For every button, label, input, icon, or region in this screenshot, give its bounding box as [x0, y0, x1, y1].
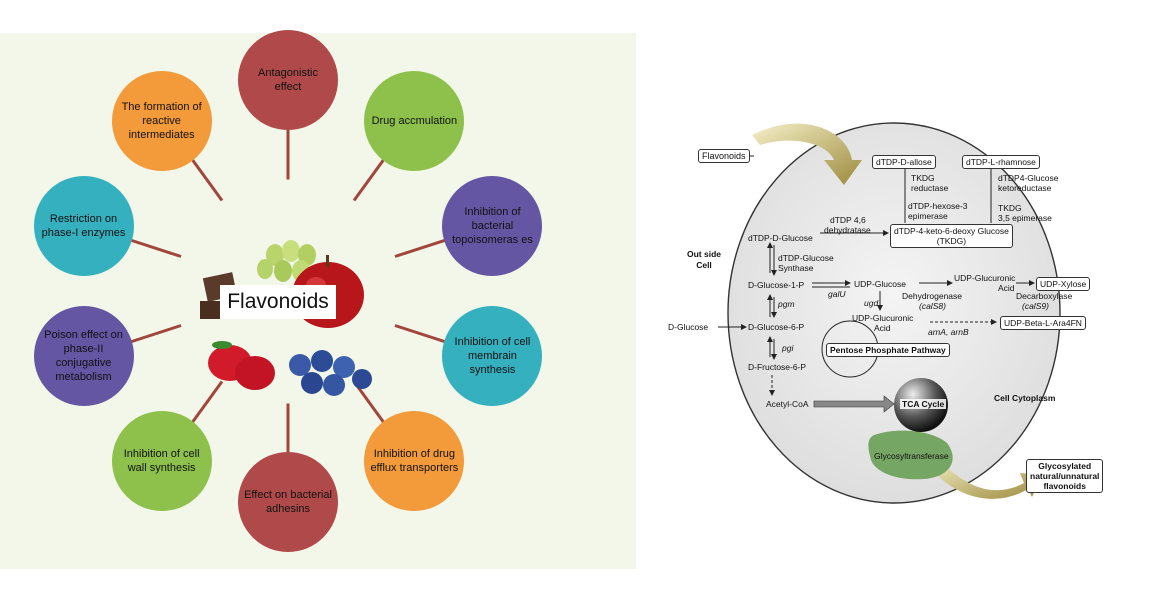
glycosyltransferase-label: Glycosyltransferase — [874, 451, 949, 461]
udp-xylose-box: UDP-Xylose — [1036, 277, 1091, 291]
d-glucose-6p-label: D-Glucose-6-P — [748, 322, 805, 332]
tkdg-box-line1: dTDP-4-keto-6-deoxy Glucose — [894, 226, 1009, 236]
spoke-line — [394, 324, 450, 345]
mechanism-node: Antagonistic effect — [238, 30, 338, 131]
grapes-icon — [257, 240, 316, 282]
flavonoids-input-box: Flavonoids — [698, 149, 750, 163]
dehydrogenase-label: Dehydrogenase — [902, 291, 963, 301]
udp-glucuronic-acid-line2: Acid — [874, 323, 891, 333]
glycosyltransferase-shape — [868, 430, 953, 480]
mechanism-node: Drug accmulation — [364, 70, 465, 171]
tkdg-reductase-line2: reductase — [911, 183, 949, 193]
dtdp-glucose-synthase-line2: Synthase — [778, 263, 814, 273]
pentose-phosphate-pathway-box: Pentose Phosphate Pathway — [826, 343, 950, 357]
glycosylated-line2: natural/unnatural — [1030, 471, 1100, 481]
mechanism-node: Inhibition of cell wall synthesis — [111, 411, 212, 512]
cell-cytoplasm-label: Cell Cytoplasm — [994, 393, 1056, 403]
spoke-line — [126, 324, 182, 345]
dtdp-glucose-synthase-line1: dTDP-Glucose — [778, 253, 834, 263]
blueberry-icon — [289, 350, 372, 396]
mechanism-node: The formation of reactive intermediates — [111, 70, 212, 171]
tkdg-box: dTDP-4-keto-6-deoxy Glucose (TKDG) — [890, 224, 1013, 248]
dtdp-d-glucose-label: dTDP-D-Glucose — [748, 233, 813, 243]
tkdg-box-line2: (TKDG) — [936, 236, 967, 246]
tkdg-reductase-line1: TKDG — [911, 173, 935, 183]
strawberry-icon — [208, 341, 275, 390]
spoke-line — [187, 153, 224, 202]
spoke-line — [394, 237, 450, 258]
decarboxylase-label: Decarboxylase — [1016, 291, 1073, 301]
d-glucose-label: D-Glucose — [668, 322, 709, 332]
pathway-graphics — [718, 122, 1061, 504]
ugd-label: ugd — [864, 298, 879, 308]
spoke-line — [286, 122, 290, 179]
udp-glucuronic-line1: UDP-Glucuronic — [954, 273, 1016, 283]
galu-label: galU — [828, 289, 846, 299]
d-glucose-1p-label: D-Glucose-1-P — [748, 280, 805, 290]
center-label-flavonoids: Flavonoids — [220, 285, 336, 319]
dehydratase-label: dehydratase — [824, 225, 871, 235]
udp-glucuronic-acid-line1: UDP-Glucuronic — [852, 313, 914, 323]
outside-cell-label: Out side Cell — [686, 249, 721, 270]
cals9-label: (calS9) — [1022, 301, 1049, 311]
udp-glucuronic-line2: Acid — [998, 283, 1015, 293]
exit-arrow-icon — [930, 457, 1042, 499]
mechanism-node: Inhibition of bacterial topoisomeras es — [442, 175, 543, 276]
mechanism-node: Effect on bacterial adhesins — [238, 451, 338, 552]
cals8-label: (calS8) — [919, 301, 946, 311]
cell-membrane — [727, 122, 1061, 504]
udp-beta-l-ara4fn-box: UDP-Beta-L-Ara4FN — [1000, 316, 1086, 330]
glycosylated-output-box: Glycosylated natural/unnatural flavonoid… — [1026, 459, 1104, 493]
fruit-illustration — [200, 240, 372, 396]
spoke-line — [126, 237, 182, 258]
arna-arnb-label: arnA, arnB — [928, 327, 969, 337]
dtdp4-ketoreductase-line1: dTDP4-Glucose — [998, 173, 1059, 183]
mechanism-node: Inhibition of cell membrain synthesis — [442, 306, 543, 407]
mechanism-node: Inhibition of drug efflux transporters — [364, 411, 465, 512]
tca-cycle-label: TCA Cycle — [900, 399, 947, 409]
hexose-epimerase-line1: dTDP-hexose-3 — [908, 201, 968, 211]
tkdg-epimerase-line2: 3,5 epimerase — [998, 213, 1052, 223]
acetyl-tca-arrow-icon — [813, 395, 895, 413]
hexose-epimerase-line2: epimerase — [908, 211, 948, 221]
pgm-label: pgm — [778, 299, 795, 309]
dtdp-l-rhamnose-box: dTDP-L-rhamnose — [962, 155, 1040, 169]
dtdp-d-allose-box: dTDP-D-allose — [872, 155, 936, 169]
mechanism-node: Poison effect on phase-II conjugative me… — [33, 306, 134, 407]
glycosylated-line1: Glycosylated — [1038, 461, 1092, 471]
dtdp46-label: dTDP 4,6 — [830, 215, 866, 225]
dtdp4-ketoreductase-line2: ketoreductase — [998, 183, 1052, 193]
acetyl-coa-label: Acetyl-CoA — [766, 399, 809, 409]
d-fructose-6p-label: D-Fructose-6-P — [748, 362, 807, 372]
pgi-label: pgi — [782, 343, 794, 353]
tkdg-epimerase-line1: TKDG — [998, 203, 1022, 213]
glycosylated-line3: flavonoids — [1043, 481, 1086, 491]
mechanism-node: Restriction on phase-I enzymes — [33, 175, 134, 276]
biosynthesis-pathway-panel: Flavonoids Out side Cell Cell Cytoplasm … — [662, 105, 1122, 525]
entry-arrow-icon — [752, 123, 862, 185]
udp-glucose-label: UDP-Glucose — [854, 279, 906, 289]
